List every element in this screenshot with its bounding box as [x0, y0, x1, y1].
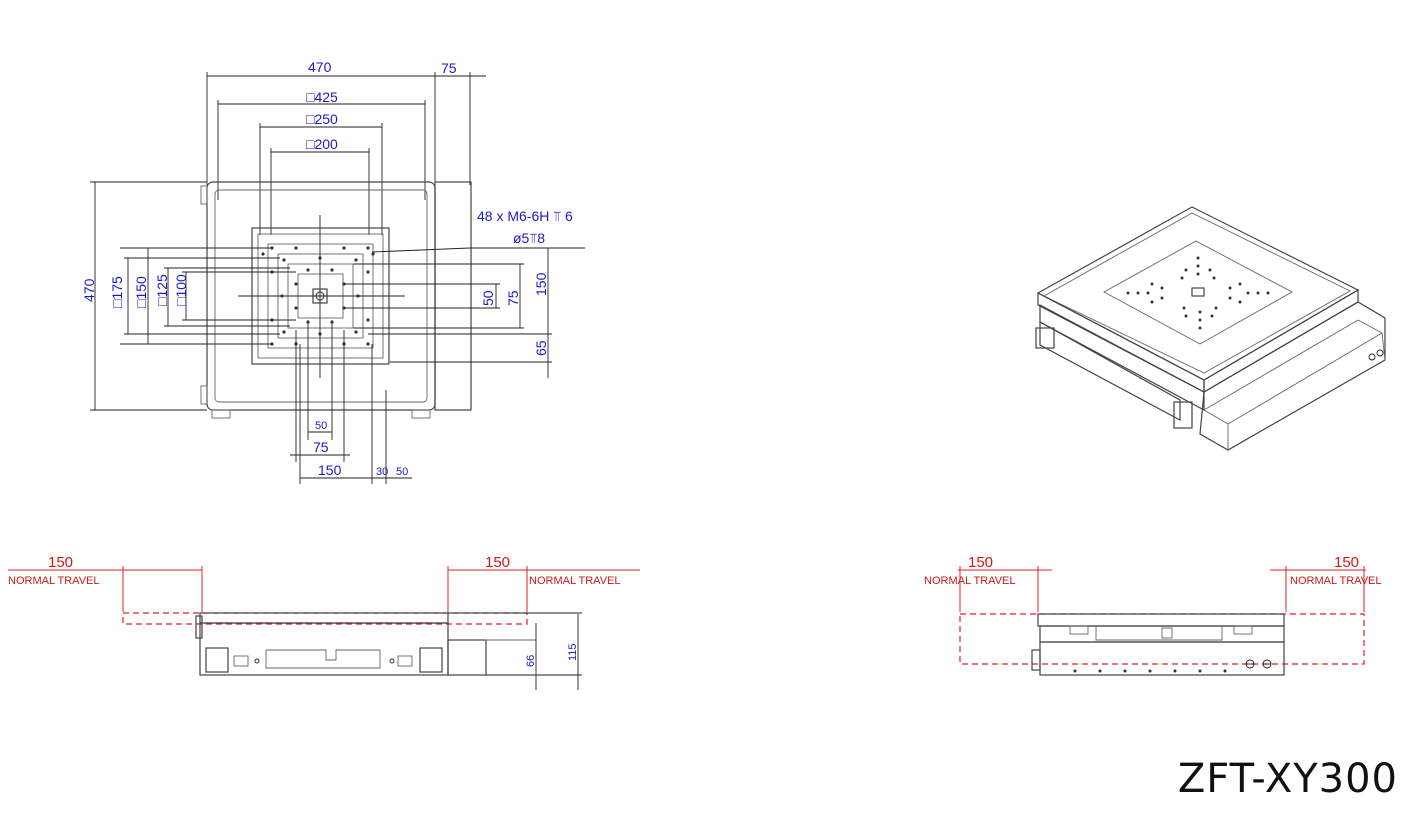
dim-sq125-label: □125 — [154, 274, 170, 306]
dim-sq150-label: □150 — [133, 276, 149, 308]
dim-sq175-label: □175 — [109, 276, 125, 308]
dim-width-label: 470 — [308, 59, 332, 75]
dim-sq200-label: □200 — [306, 136, 338, 152]
dim-b150-label: 150 — [318, 462, 342, 478]
dim-r50-label: 50 — [480, 290, 496, 306]
dim-b50b-label: 50 — [396, 466, 408, 478]
dim-sq250-label: □250 — [306, 111, 338, 127]
hole-note-1: 48 x M6-6H ⫪ 6 — [477, 208, 573, 224]
front-view: 150 NORMAL TRAVEL 150 NORMAL TRAVEL 66 1… — [8, 554, 640, 690]
dim-sq100-label: □100 — [173, 274, 189, 306]
front-left-travel: 150 — [48, 554, 73, 571]
dim-height-label: 470 — [81, 278, 97, 302]
dim-b30-label: 30 — [376, 466, 388, 478]
isometric-view — [1035, 206, 1386, 451]
model-name: ZFT-XY300 — [1177, 756, 1398, 802]
dim-r150-label: 150 — [533, 272, 549, 296]
side-view: 150 NORMAL TRAVEL 150 NORMAL TRAVEL — [924, 554, 1382, 676]
top-view: 470 75 □425 □250 □200 — [81, 59, 585, 484]
dim-b50-label: 50 — [315, 420, 327, 432]
side-right-label: NORMAL TRAVEL — [1290, 575, 1382, 587]
hole-note-2: ø5⫪8 — [513, 230, 545, 246]
side-right-travel: 150 — [1334, 554, 1359, 571]
front-left-label: NORMAL TRAVEL — [8, 575, 100, 587]
dim-115-label: 115 — [567, 643, 579, 661]
side-left-travel: 150 — [968, 554, 993, 571]
dim-r75-label: 75 — [505, 290, 521, 306]
dim-b75-label: 75 — [313, 439, 329, 455]
dim-66-label: 66 — [525, 655, 537, 667]
dim-sq425-label: □425 — [306, 89, 338, 105]
front-right-label: NORMAL TRAVEL — [529, 575, 621, 587]
dim-r65-label: 65 — [533, 340, 549, 356]
side-left-label: NORMAL TRAVEL — [924, 575, 1016, 587]
front-right-travel: 150 — [485, 554, 510, 571]
dim-motor-label: 75 — [441, 60, 457, 76]
